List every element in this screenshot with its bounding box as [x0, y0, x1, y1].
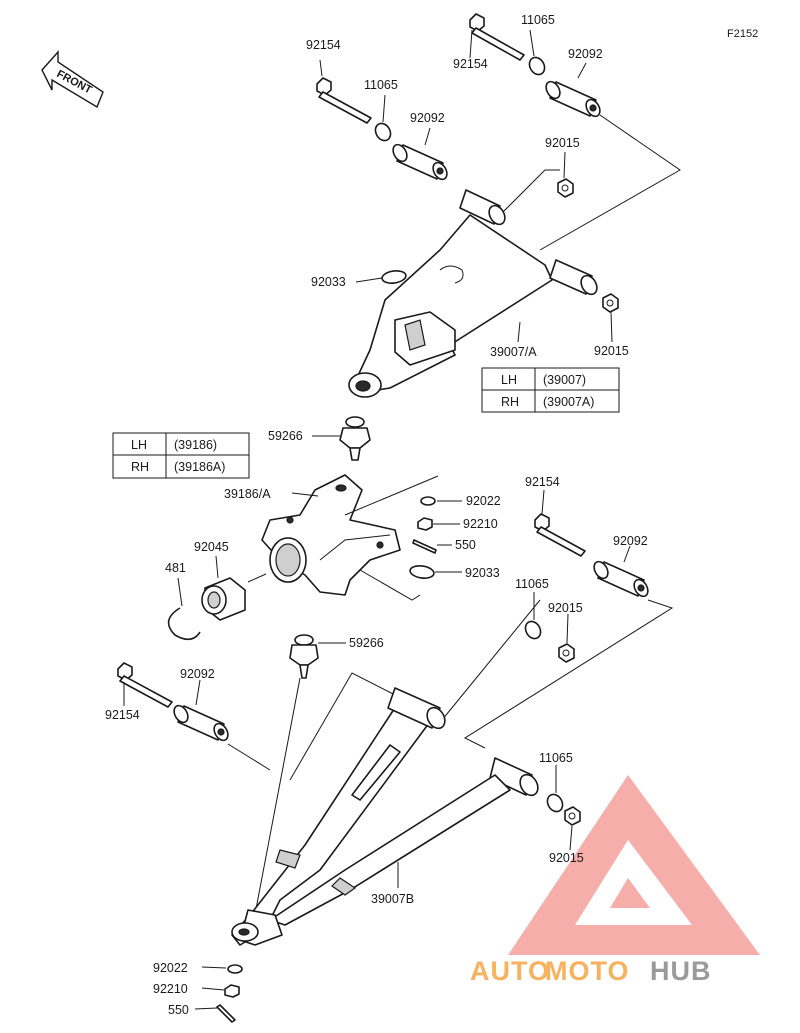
circlip-481: [167, 607, 201, 641]
washer-11065-top-right: [528, 56, 546, 76]
label-481: 481: [165, 561, 186, 575]
label-92015-lower-right: 92015: [548, 601, 583, 615]
table-knuckle-row2-code: (39186A): [174, 460, 225, 474]
watermark-text-hub: HUB: [650, 956, 712, 986]
nut-92015-upper-b: [602, 293, 619, 313]
nut-92015-lower-arm: [564, 806, 581, 826]
label-92033-mid: 92033: [465, 566, 500, 580]
bolt-92154-top-left: [316, 77, 372, 124]
table-arm-row2-side: RH: [501, 395, 519, 409]
label-39007b: 39007B: [371, 892, 414, 906]
washer-92022-mid: [420, 496, 436, 506]
washer-11065-top-left: [374, 122, 392, 142]
bushing-92092-top-left: [392, 143, 448, 181]
label-92022-bottom: 92022: [153, 961, 188, 975]
watermark-text-moto: MOTO: [545, 956, 630, 986]
label-92210-mid: 92210: [463, 517, 498, 531]
label-92033-upper: 92033: [311, 275, 346, 289]
nut-92210-bottom: [224, 984, 240, 998]
washer-11065-lower-right: [524, 620, 542, 640]
table-arm-row1-code: (39007): [543, 373, 586, 387]
label-92154-top-right: 92154: [453, 57, 488, 71]
table-knuckle-row2-side: RH: [131, 460, 149, 474]
label-92092-top-left: 92092: [410, 111, 445, 125]
washer-92022-bottom: [227, 964, 243, 974]
label-92092-lower-right: 92092: [613, 534, 648, 548]
pin-550-bottom: [216, 1004, 236, 1023]
lower-a-arm-39007b: [231, 687, 539, 946]
bushing-92092-lower-right: [593, 560, 649, 598]
pin-550-mid: [412, 539, 437, 554]
label-92154-lower-right: 92154: [525, 475, 560, 489]
label-11065-lower-right: 11065: [515, 577, 549, 591]
label-550-mid: 550: [455, 538, 476, 552]
label-92045: 92045: [194, 540, 229, 554]
steering-knuckle-39186: [261, 474, 401, 596]
table-arm-row2-code: (39007A): [543, 395, 594, 409]
bushing-92092-top-right: [545, 80, 601, 118]
watermark-text-auto: AUTO: [470, 956, 550, 986]
label-92015-upper-a: 92015: [545, 136, 580, 150]
nut-92210-mid: [417, 517, 433, 531]
table-arm-row1-side: LH: [501, 373, 517, 387]
ball-joint-59266-lower: [289, 634, 319, 679]
label-92015-lower-arm: 92015: [549, 851, 584, 865]
label-59266-lower: 59266: [349, 636, 384, 650]
label-550-bottom: 550: [168, 1003, 189, 1017]
bushing-92092-lower-left: [173, 704, 229, 742]
ring-92033-mid: [409, 565, 435, 579]
label-92015-upper-b: 92015: [594, 344, 629, 358]
front-arrow-icon: FRONT: [41, 50, 104, 109]
washer-11065-lower-arm: [546, 793, 564, 813]
table-knuckle-sides: LH (39186) RH (39186A): [112, 432, 250, 479]
label-92210-bottom: 92210: [153, 982, 188, 996]
nut-92015-lower-right: [558, 643, 575, 663]
label-11065-lower-arm: 11065: [539, 751, 573, 765]
label-59266-upper: 59266: [268, 429, 303, 443]
label-92022-mid: 92022: [466, 494, 501, 508]
label-39007-a: 39007/A: [490, 345, 537, 359]
label-92092-lower-left: 92092: [180, 667, 215, 681]
table-knuckle-row1-side: LH: [131, 438, 147, 452]
bolt-92154-lower-left: [117, 662, 173, 708]
table-arm-sides: LH (39007) RH (39007A): [481, 367, 620, 413]
label-92092-top-right: 92092: [568, 47, 603, 61]
upper-a-arm-39007: [348, 189, 598, 398]
watermark-logo: AUTO MOTO HUB: [470, 775, 760, 986]
figure-code: F2152: [727, 28, 758, 40]
nut-92015-upper-a: [557, 178, 574, 198]
table-knuckle-row1-code: (39186): [174, 438, 217, 452]
label-92154-top-left: 92154: [306, 38, 341, 52]
bolt-92154-lower-right: [534, 513, 586, 557]
ball-joint-59266-upper: [339, 416, 371, 461]
bolt-92154-top-right: [469, 13, 525, 61]
bearing-92045: [201, 577, 246, 621]
watermark-triangle-icon: [508, 775, 760, 955]
label-11065-top-right: 11065: [521, 13, 555, 27]
ring-92033-upper: [381, 270, 407, 284]
label-39186-a: 39186/A: [224, 487, 271, 501]
label-92154-lower-left: 92154: [105, 708, 140, 722]
label-11065-top-left: 11065: [364, 78, 398, 92]
